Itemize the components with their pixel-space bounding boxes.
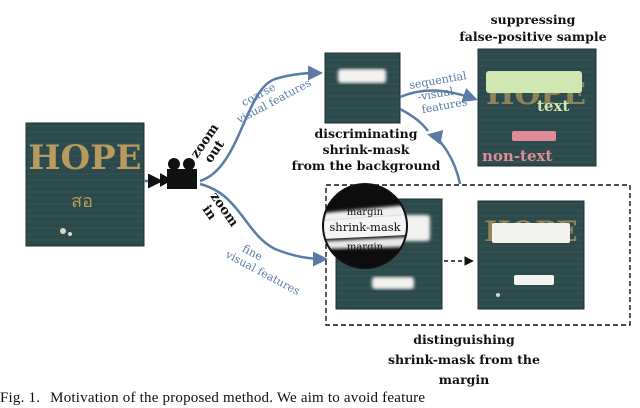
svg-text:from the background: from the background [292,158,441,173]
thai-glyphs: สอ [71,191,93,212]
svg-text:shrink-mask from the: shrink-mask from the [388,352,540,367]
dashed-box [325,184,631,326]
arrow-converge-top [399,107,429,132]
shrink-mask-label: shrink-mask [329,220,401,234]
svg-text:margin: margin [439,372,490,387]
zoom-in-label: zoom in [199,190,242,230]
nontext-label: non-text [482,147,552,165]
svg-text:distinguishing: distinguishing [413,332,515,347]
caption-text: Motivation of the proposed method. We ai… [50,390,426,406]
output-panel: HOPE text non-text [477,48,597,167]
arrow-fine [199,182,328,267]
text-label: text [537,97,569,115]
arrow-converge [427,130,462,185]
suppressing-label: suppressing false-positive sample [459,12,606,44]
margin-top-label: margin [347,207,384,218]
svg-text:suppressing: suppressing [491,12,576,27]
fine-label: fine visual features [223,242,303,298]
svg-text:-visual: -visual [416,85,454,104]
svg-text:false-positive sample: false-positive sample [459,29,606,44]
magnifier-lens: margin shrink-mask margin [322,183,408,269]
figure-caption: Fig. 1. Motivation of the proposed method… [0,389,640,408]
svg-text:discriminating: discriminating [315,126,418,141]
refined-panel: HOPE [477,200,585,310]
hope-text: HOPE [28,138,141,178]
arrow-coarse-to-output [399,88,478,103]
zoom-out-label: zoom out [188,121,228,166]
svg-text:shrink-mask: shrink-mask [323,142,410,157]
source-image-panel: HOPE สอ [25,122,145,247]
camera-icon [160,158,197,189]
coarse-panel [324,52,401,124]
discriminating-label: discriminating shrink-mask from the back… [292,126,441,173]
caption-fig-number: Fig. 1. [0,390,41,406]
arrow-coarse [199,65,323,183]
margin-bottom-label: margin [347,242,384,253]
distinguishing-label: distinguishing shrink-mask from the marg… [388,332,540,387]
sequential-label: sequential -visual features [408,69,468,116]
